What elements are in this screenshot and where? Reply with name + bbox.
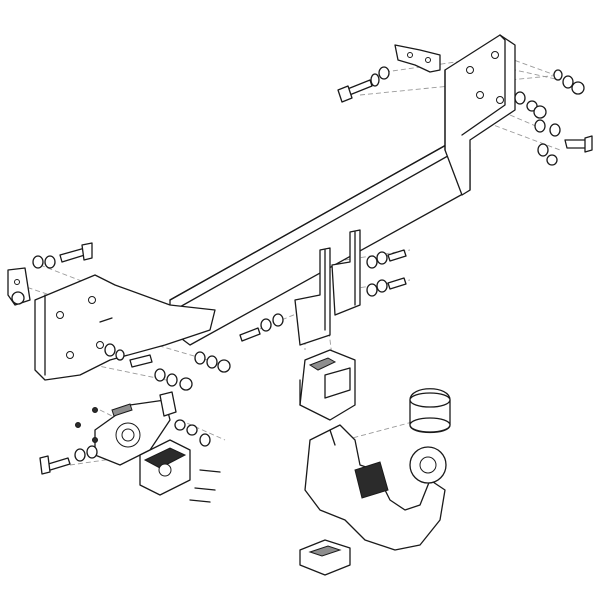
top-bracket bbox=[394, 44, 441, 73]
tow-ball-cap bbox=[409, 388, 451, 434]
receiver-housing bbox=[299, 349, 356, 421]
socket-fasteners bbox=[39, 407, 211, 475]
top-right-fasteners bbox=[337, 66, 593, 166]
electrical-socket bbox=[139, 439, 221, 503]
left-mounting-plate bbox=[34, 274, 216, 381]
right-mounting-plate bbox=[444, 34, 516, 196]
center-bracket bbox=[294, 229, 361, 346]
middle-fasteners bbox=[239, 249, 407, 342]
clip-part bbox=[299, 539, 351, 576]
left-fasteners bbox=[11, 242, 231, 391]
socket-plate bbox=[94, 391, 177, 466]
tow-ball-neck bbox=[304, 424, 447, 551]
